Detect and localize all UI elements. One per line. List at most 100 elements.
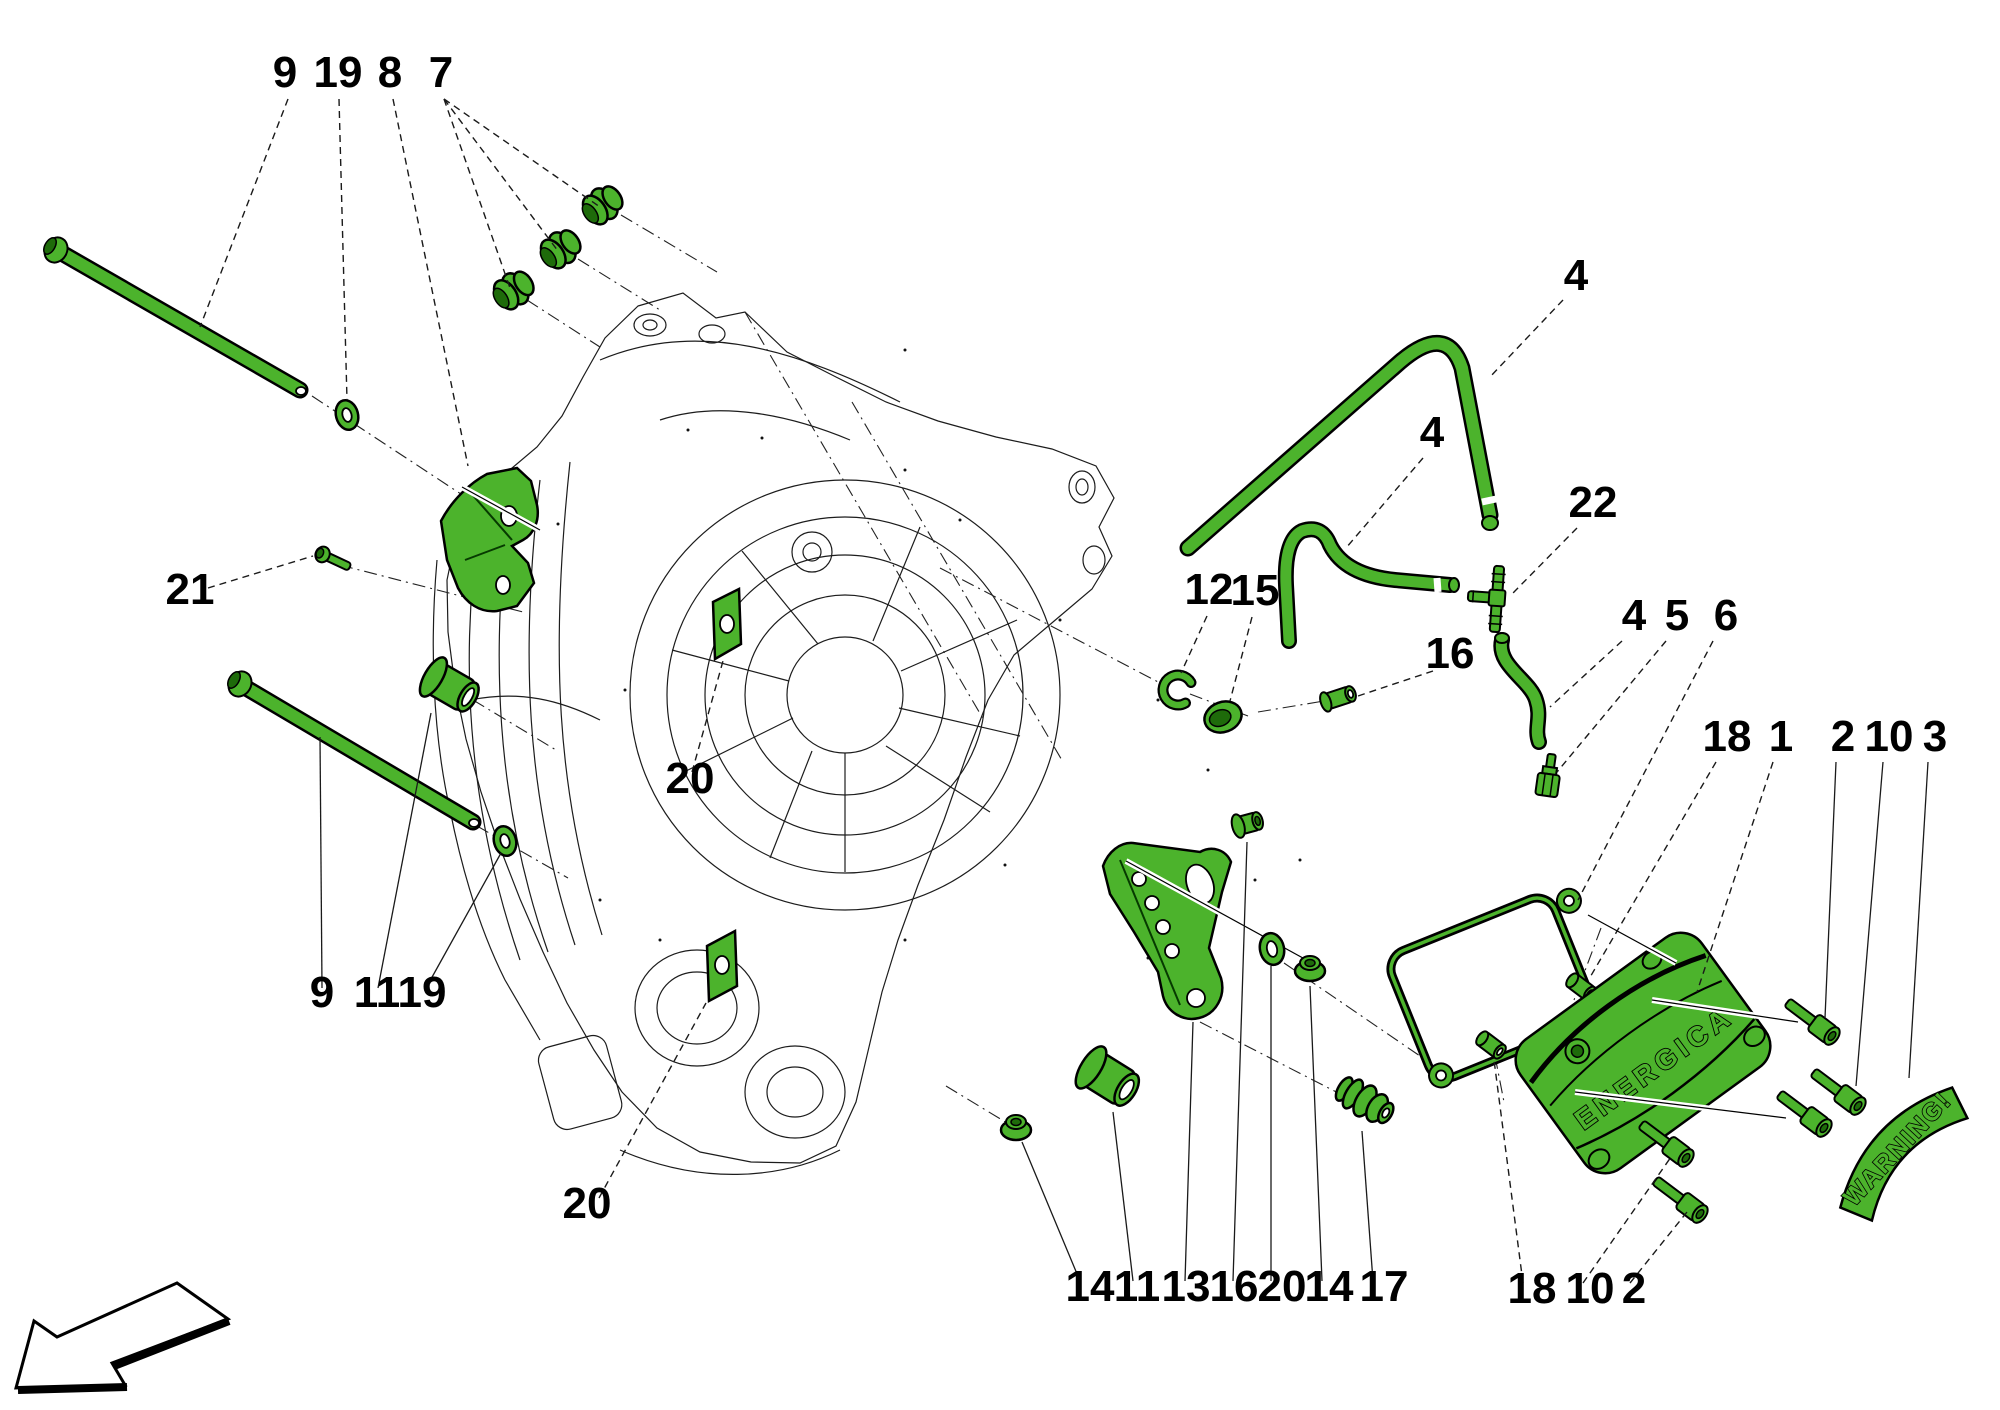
leader-line-21: [207, 555, 314, 589]
plug-16-lower[interactable]: [1229, 808, 1265, 839]
leader-line-7: [443, 98, 559, 252]
bushing-upper-11[interactable]: [415, 653, 486, 720]
callout-label-12-10[interactable]: 12: [1185, 565, 1234, 614]
leader-line-10: [1855, 761, 1884, 1087]
flange-nut-14-right[interactable]: [1293, 955, 1327, 983]
leader-line-14: [1021, 1141, 1081, 1282]
callout-label-22-15[interactable]: 22: [1569, 478, 1618, 527]
plug-15[interactable]: [1200, 696, 1246, 737]
leader-line-2: [1629, 1211, 1688, 1284]
callout-label-9-6[interactable]: 9: [310, 968, 334, 1017]
callout-label-20-28[interactable]: 20: [1258, 1262, 1307, 1311]
callout-label-4-16[interactable]: 4: [1622, 591, 1647, 640]
leader-line-12: [1180, 615, 1208, 674]
callout-label-3-23[interactable]: 3: [1923, 712, 1947, 761]
bolt-21[interactable]: [313, 544, 353, 574]
leader-line-9: [199, 98, 289, 328]
leader-line-15: [1229, 616, 1253, 702]
callout-label-1-20[interactable]: 1: [1769, 712, 1793, 761]
direction-arrow-icon: [14, 1281, 232, 1394]
leader-line-18: [1588, 761, 1717, 980]
washer-upper-19[interactable]: [332, 398, 361, 433]
leader-line-17: [1361, 1130, 1374, 1282]
callout-label-19-1[interactable]: 19: [314, 48, 363, 97]
tie-rod-lower[interactable]: [224, 667, 482, 831]
leader-line-7: [443, 98, 511, 289]
callout-label-11-7[interactable]: 11: [354, 968, 401, 1017]
leader-line-19: [338, 98, 348, 401]
motor-cover-1[interactable]: ENERGICA: [1505, 922, 1780, 1183]
spacer-18-lower[interactable]: [1474, 1029, 1508, 1060]
leader-line-8: [392, 98, 469, 467]
callout-label-11-25[interactable]: 11: [1114, 1262, 1161, 1311]
hose-fitting-5[interactable]: [1534, 752, 1563, 799]
leader-line-4: [1345, 457, 1424, 549]
support-bracket-13[interactable]: [1101, 841, 1314, 1021]
coolant-hose-mid-4[interactable]: [1277, 521, 1460, 649]
callout-label-15-11[interactable]: 15: [1231, 566, 1280, 615]
callout-label-14-29[interactable]: 14: [1305, 1262, 1354, 1311]
leader-line-1: [1696, 761, 1774, 993]
leader-line-22: [1512, 527, 1578, 594]
leader-line-3: [1908, 761, 1929, 1079]
callout-label-2-21[interactable]: 2: [1831, 712, 1855, 761]
coolant-hose-short-4[interactable]: [1493, 632, 1547, 750]
callout-label-7-3[interactable]: 7: [429, 48, 453, 97]
shim-plate-lower-20[interactable]: [705, 928, 739, 1004]
callout-label-2-33[interactable]: 2: [1622, 1264, 1646, 1313]
callout-label-5-17[interactable]: 5: [1665, 591, 1689, 640]
leader-line-19: [425, 852, 502, 989]
bushing-lower-11[interactable]: [1070, 1042, 1147, 1115]
tee-fitting-22[interactable]: [1466, 564, 1508, 634]
leader-line-20: [691, 660, 724, 773]
callout-label-10-22[interactable]: 10: [1865, 712, 1914, 761]
callout-label-21-4[interactable]: 21: [166, 565, 215, 614]
callout-label-6-18[interactable]: 6: [1714, 591, 1738, 640]
callout-label-20-5[interactable]: 20: [666, 754, 715, 803]
leader-line-2: [1824, 761, 1837, 1019]
fitting-16-upper[interactable]: [1318, 683, 1358, 713]
callout-label-13-26[interactable]: 13: [1162, 1262, 1211, 1311]
callout-label-16-12[interactable]: 16: [1426, 629, 1475, 678]
leader-line-9: [319, 736, 323, 989]
callout-label-16-27[interactable]: 16: [1210, 1262, 1259, 1311]
spacer-washer-20[interactable]: [1257, 931, 1287, 967]
support-bracket-8[interactable]: [439, 466, 542, 613]
flange-nut-14-left[interactable]: [999, 1114, 1033, 1142]
leader-line-11: [377, 712, 432, 989]
callout-label-19-8[interactable]: 19: [398, 968, 447, 1017]
snap-ring-12[interactable]: [1157, 669, 1197, 711]
coolant-hose-long-4[interactable]: [1179, 335, 1499, 557]
callout-label-10-32[interactable]: 10: [1566, 1264, 1615, 1313]
callout-label-14-24[interactable]: 14: [1066, 1262, 1115, 1311]
leader-line-6: [1577, 640, 1714, 901]
leader-line-10: [1582, 1156, 1672, 1284]
cover-insertion-lines: [1574, 912, 1799, 1121]
callout-label-18-19[interactable]: 18: [1703, 712, 1752, 761]
leader-line-11: [1112, 1111, 1134, 1282]
callout-label-4-14[interactable]: 4: [1420, 408, 1445, 457]
callout-label-20-9[interactable]: 20: [563, 1179, 612, 1228]
housing-line-art: [432, 292, 1302, 1175]
leader-line-16: [1232, 841, 1248, 1282]
leader-line-16: [1357, 670, 1434, 697]
callout-label-17-30[interactable]: 17: [1360, 1262, 1409, 1311]
callout-label-9-0[interactable]: 9: [273, 48, 297, 97]
washer-lower-19[interactable]: [490, 824, 519, 859]
leader-line-20: [598, 1002, 707, 1199]
shim-plate-upper-20[interactable]: [711, 587, 743, 662]
leader-line-4: [1549, 640, 1623, 708]
cover-bolts[interactable]: [1635, 994, 1869, 1225]
callout-label-4-13[interactable]: 4: [1564, 251, 1589, 300]
leader-line-18: [1493, 1059, 1524, 1284]
callout-label-18-31[interactable]: 18: [1508, 1264, 1557, 1313]
tie-rod-upper[interactable]: [40, 233, 309, 399]
leader-line-5: [1556, 640, 1667, 773]
vibration-damper-17[interactable]: [1331, 1071, 1400, 1130]
leader-line-13: [1184, 1021, 1194, 1282]
callout-label-8-2[interactable]: 8: [378, 48, 402, 97]
rubber-grommets-7[interactable]: [487, 179, 629, 315]
